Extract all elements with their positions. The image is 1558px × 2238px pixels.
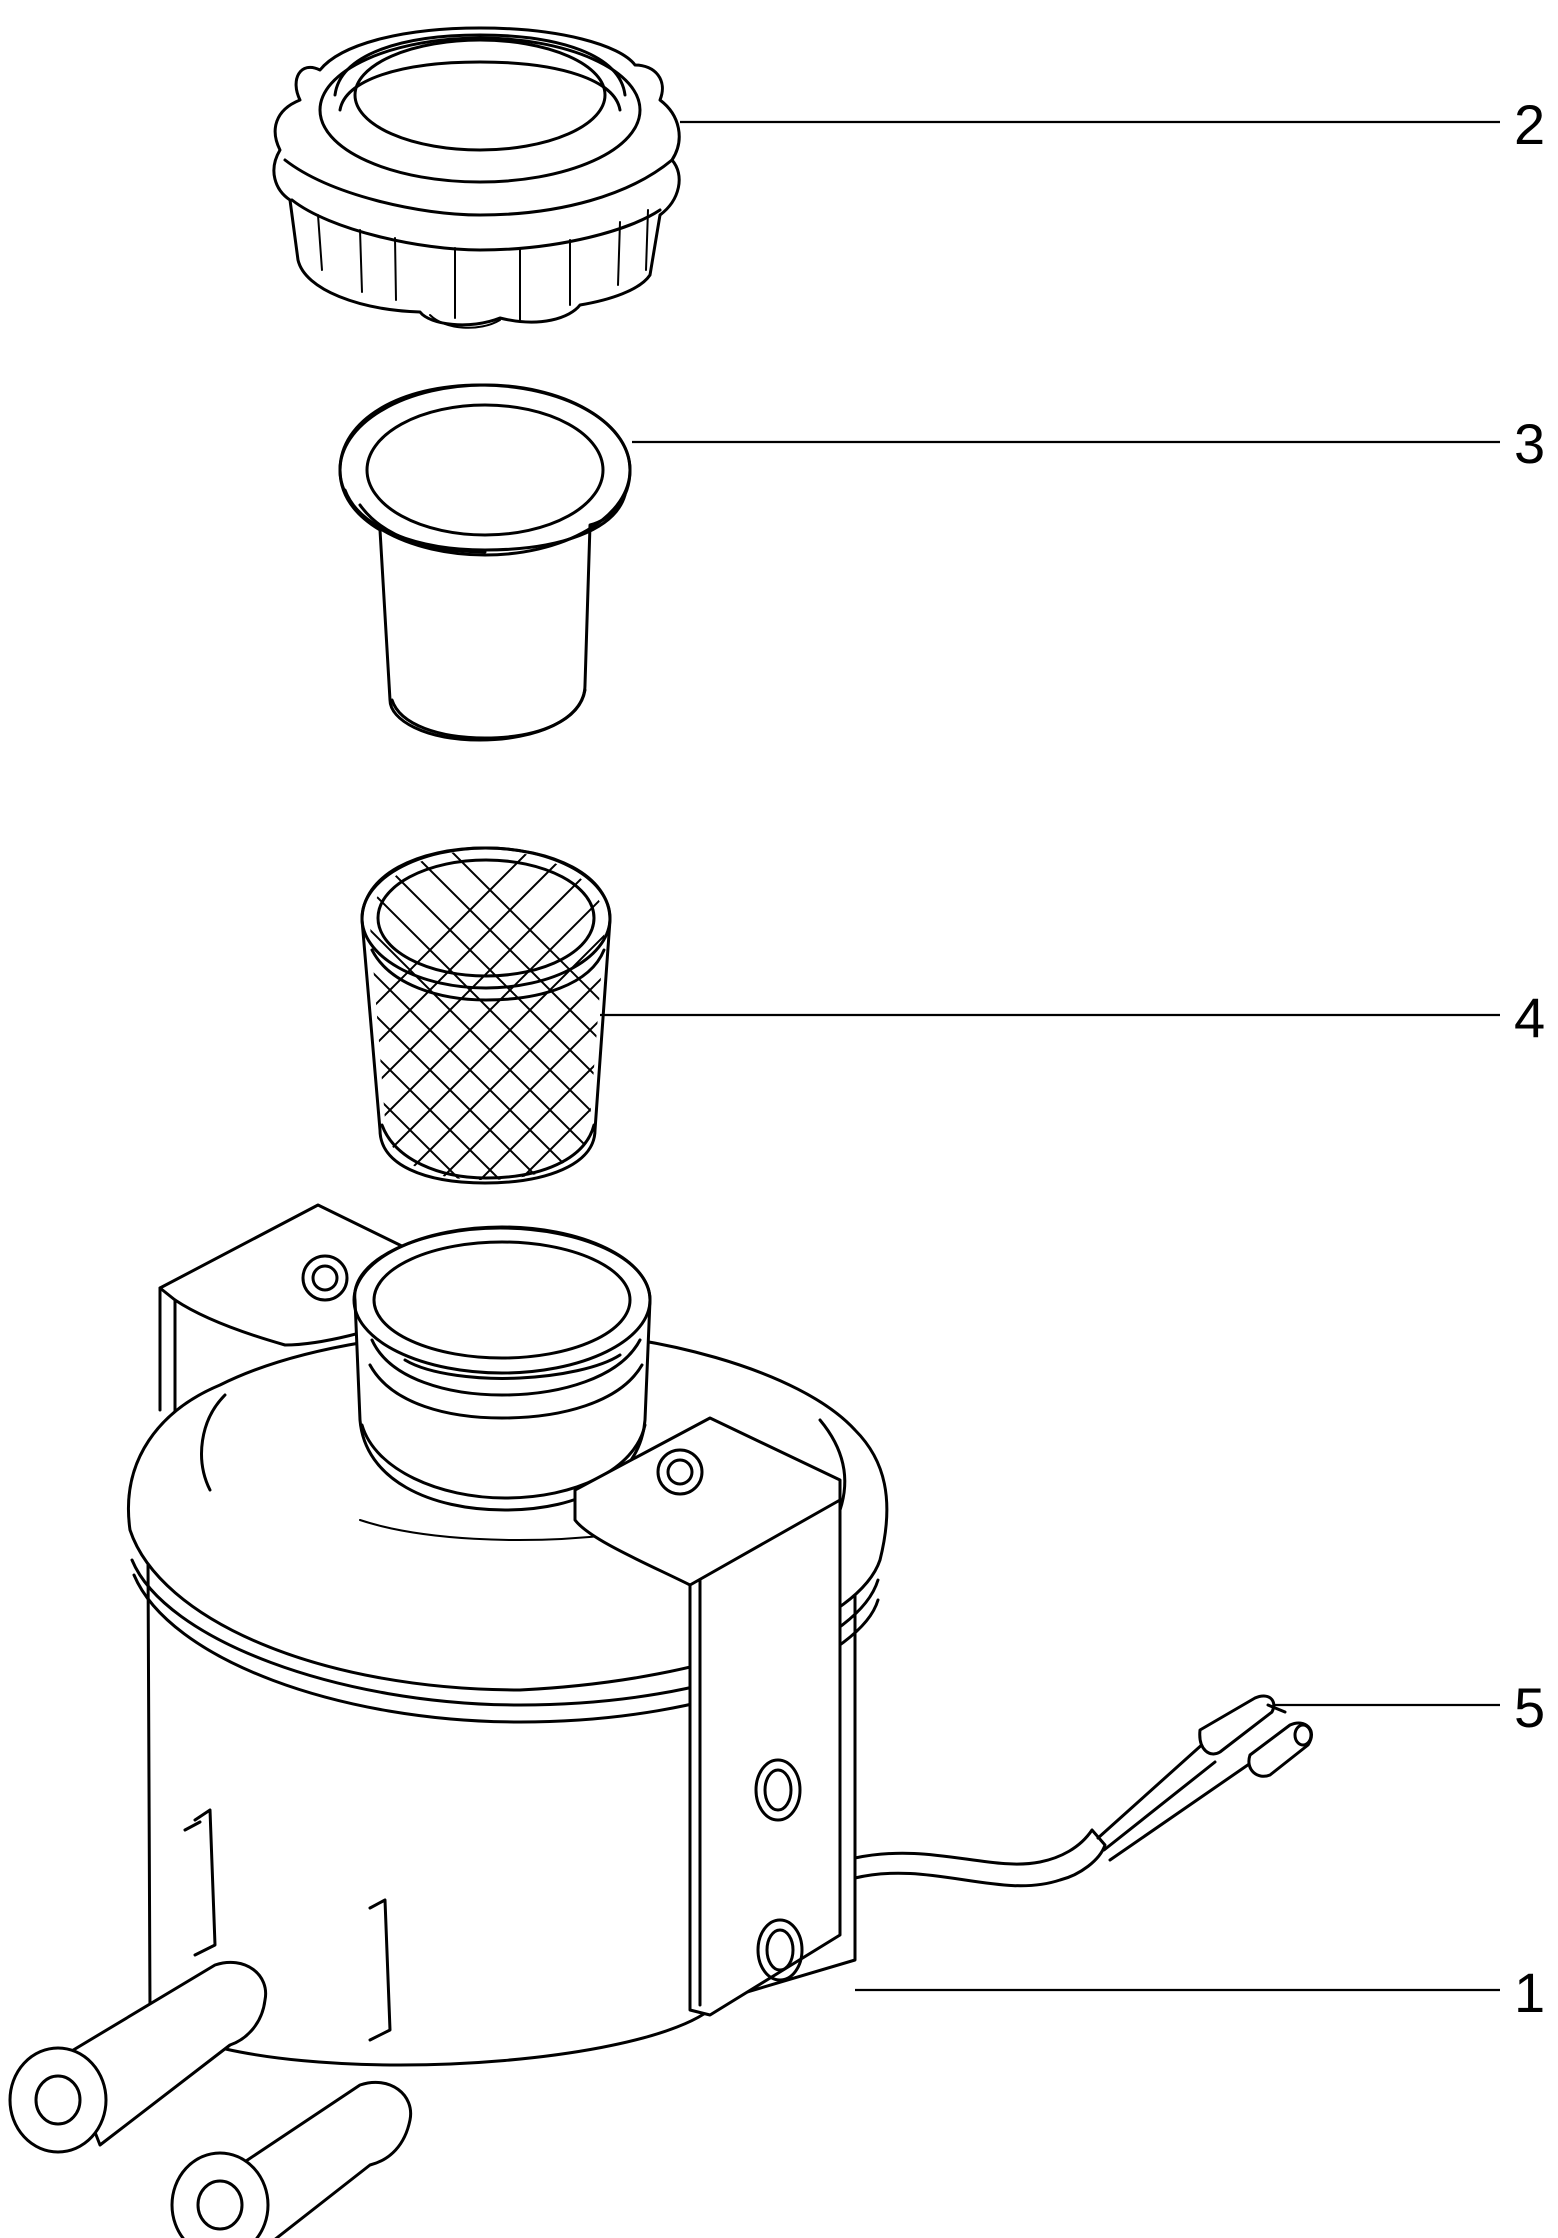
- callout-label-3: 3: [1514, 412, 1545, 475]
- level-sensor-cable-part[interactable]: [853, 1694, 1313, 1888]
- callout-label-5: 5: [1514, 1676, 1545, 1739]
- reservoir-cap-part[interactable]: [272, 26, 681, 329]
- callout-2-group: 2: [680, 93, 1545, 156]
- callout-label-2: 2: [1514, 93, 1545, 156]
- callout-5-group: 5: [1275, 1676, 1545, 1739]
- callout-1-group: 1: [855, 1961, 1545, 2024]
- reservoir-body-part[interactable]: [8, 1203, 889, 2238]
- callout-label-1: 1: [1514, 1961, 1545, 2024]
- callout-3-group: 3: [632, 412, 1545, 475]
- seal-insert-part[interactable]: [338, 383, 632, 742]
- callout-label-4: 4: [1514, 986, 1545, 1049]
- strainer-part[interactable]: [340, 740, 640, 1400]
- callout-4-group: 4: [600, 986, 1545, 1049]
